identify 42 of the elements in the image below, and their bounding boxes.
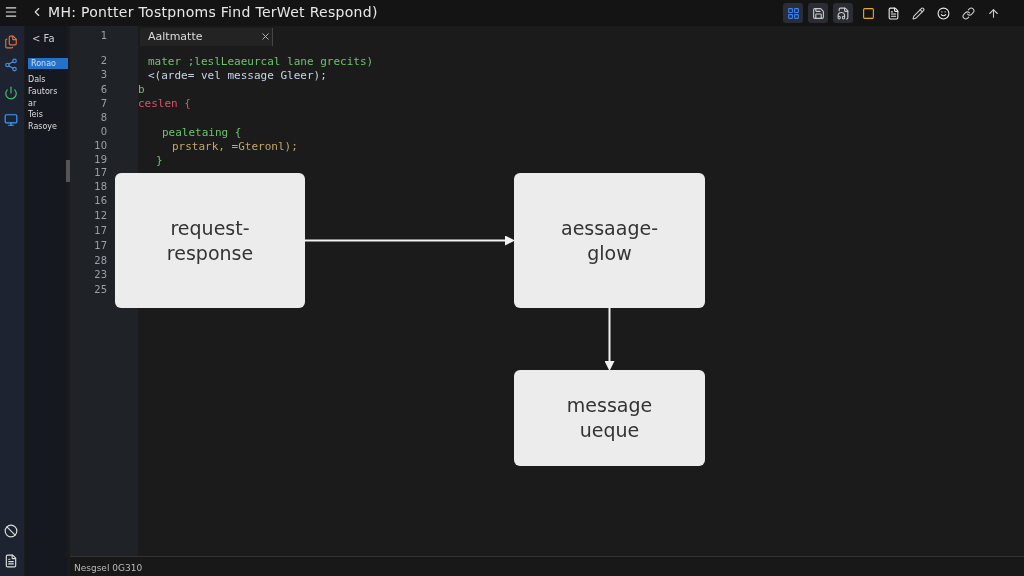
process-box bbox=[514, 173, 705, 308]
line-number: 1 bbox=[99, 30, 107, 41]
process-box bbox=[514, 370, 705, 466]
line-number: 18 bbox=[93, 181, 107, 192]
line-number: 28 bbox=[93, 255, 107, 266]
arrow bbox=[604, 307, 615, 371]
code-line: ceslen { bbox=[138, 97, 191, 110]
line-number: 23 bbox=[93, 269, 107, 280]
sidebar-item: Rasoye bbox=[28, 122, 57, 131]
line-number: 7 bbox=[99, 98, 107, 109]
line-number: 25 bbox=[93, 284, 107, 295]
line-number: 10 bbox=[93, 140, 107, 151]
line-number: 0 bbox=[99, 126, 107, 137]
node-label: aessaage- glow bbox=[560, 215, 659, 266]
arrow bbox=[304, 235, 515, 246]
status-text: Nesgsel 0G310 bbox=[74, 563, 143, 573]
node-label: message ueque bbox=[565, 393, 654, 443]
sidebar-item: Teis bbox=[28, 110, 43, 119]
panel-header: < Fa bbox=[32, 33, 55, 44]
code-line: <(arde= vel message Gleer); bbox=[148, 69, 327, 82]
line-number: 17 bbox=[93, 240, 107, 251]
line-number: 16 bbox=[93, 195, 107, 206]
process-box bbox=[115, 173, 305, 308]
code-line: mater ;leslLeaeurcal lane grecits) bbox=[148, 55, 374, 68]
sidebar-item: Fautors bbox=[28, 87, 58, 96]
line-number: 19 bbox=[93, 154, 107, 165]
line-number: 2 bbox=[99, 55, 107, 66]
line-number: 12 bbox=[93, 210, 107, 221]
code-line: pealetaing { bbox=[162, 126, 242, 139]
line-number: 17 bbox=[93, 167, 107, 178]
code-line: prstark, =Gteronl); bbox=[172, 140, 298, 153]
code-line: b bbox=[138, 83, 145, 96]
sidebar-item: ar bbox=[28, 99, 37, 108]
sidebar-item: Dals bbox=[28, 75, 46, 84]
line-number: 3 bbox=[99, 69, 107, 80]
node-label: request- response bbox=[165, 215, 255, 266]
line-number: 17 bbox=[93, 225, 107, 236]
line-number: 8 bbox=[99, 112, 107, 123]
window-title: MH: Pontter Tostpnoms Find TerWet Respond) bbox=[48, 4, 378, 20]
line-number: 6 bbox=[99, 84, 107, 95]
selected-item: Ronao bbox=[28, 58, 68, 69]
tab-title: Aaltmatte bbox=[148, 30, 203, 43]
